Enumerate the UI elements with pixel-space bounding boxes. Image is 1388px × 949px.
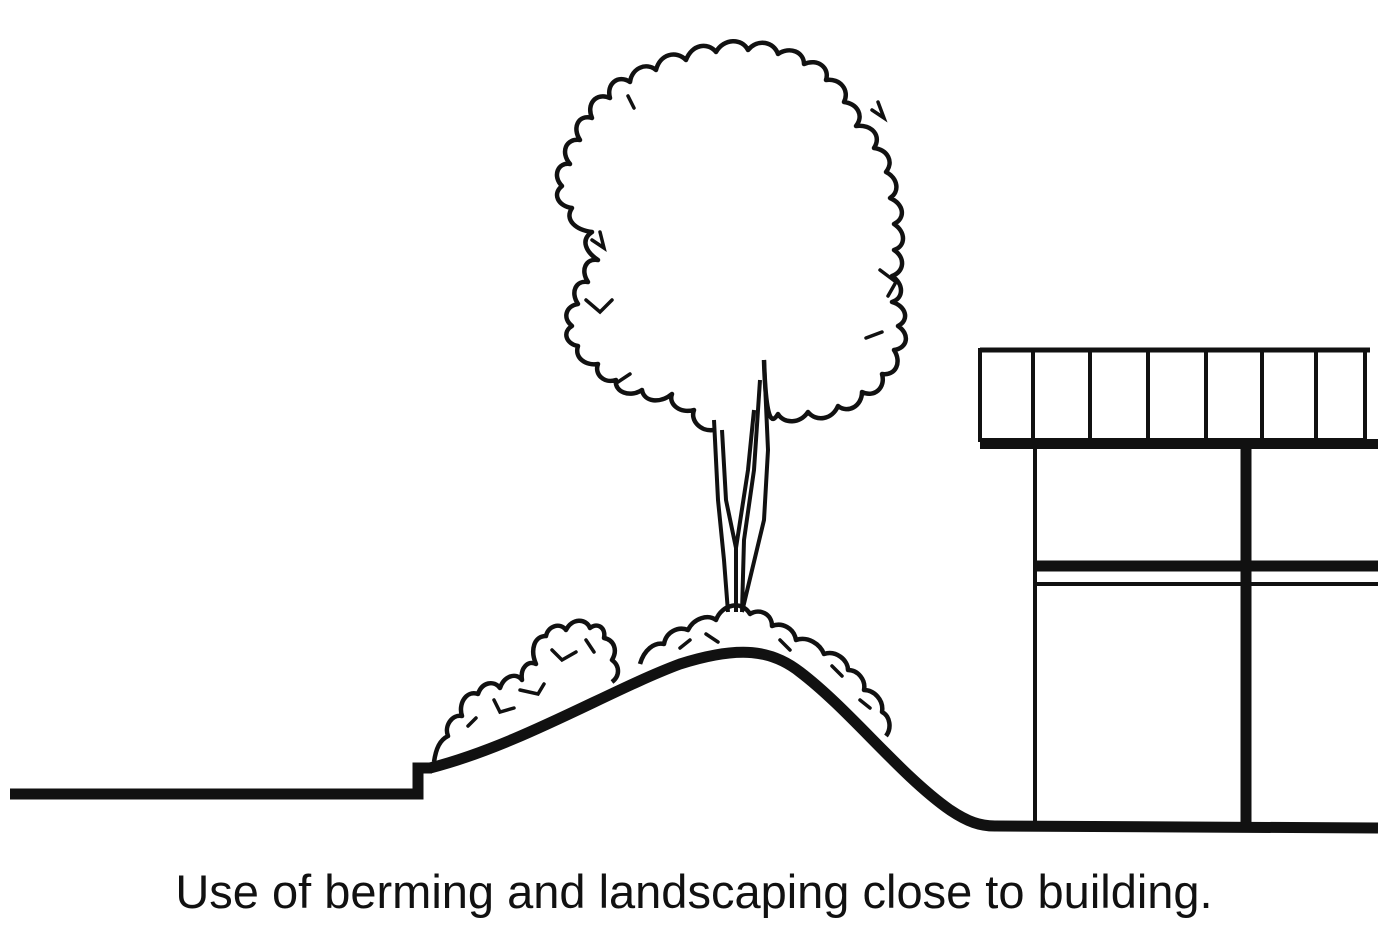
shrub-icon (431, 618, 621, 763)
ground-left (10, 762, 432, 800)
tree-canopy-detail (584, 94, 899, 384)
shrub-inner-detail (466, 638, 596, 728)
building-icon (1033, 448, 1378, 822)
building-fascia (978, 348, 1367, 442)
diagram-caption: Use of berming and landscaping close to … (175, 865, 1213, 918)
tree-icon (554, 39, 908, 433)
tree-trunk (712, 359, 770, 613)
crest-shrub-icon (637, 603, 892, 738)
fascia-panels (1031, 350, 1318, 440)
berm-mound (428, 646, 1379, 834)
crest-shrub-detail (678, 632, 872, 710)
